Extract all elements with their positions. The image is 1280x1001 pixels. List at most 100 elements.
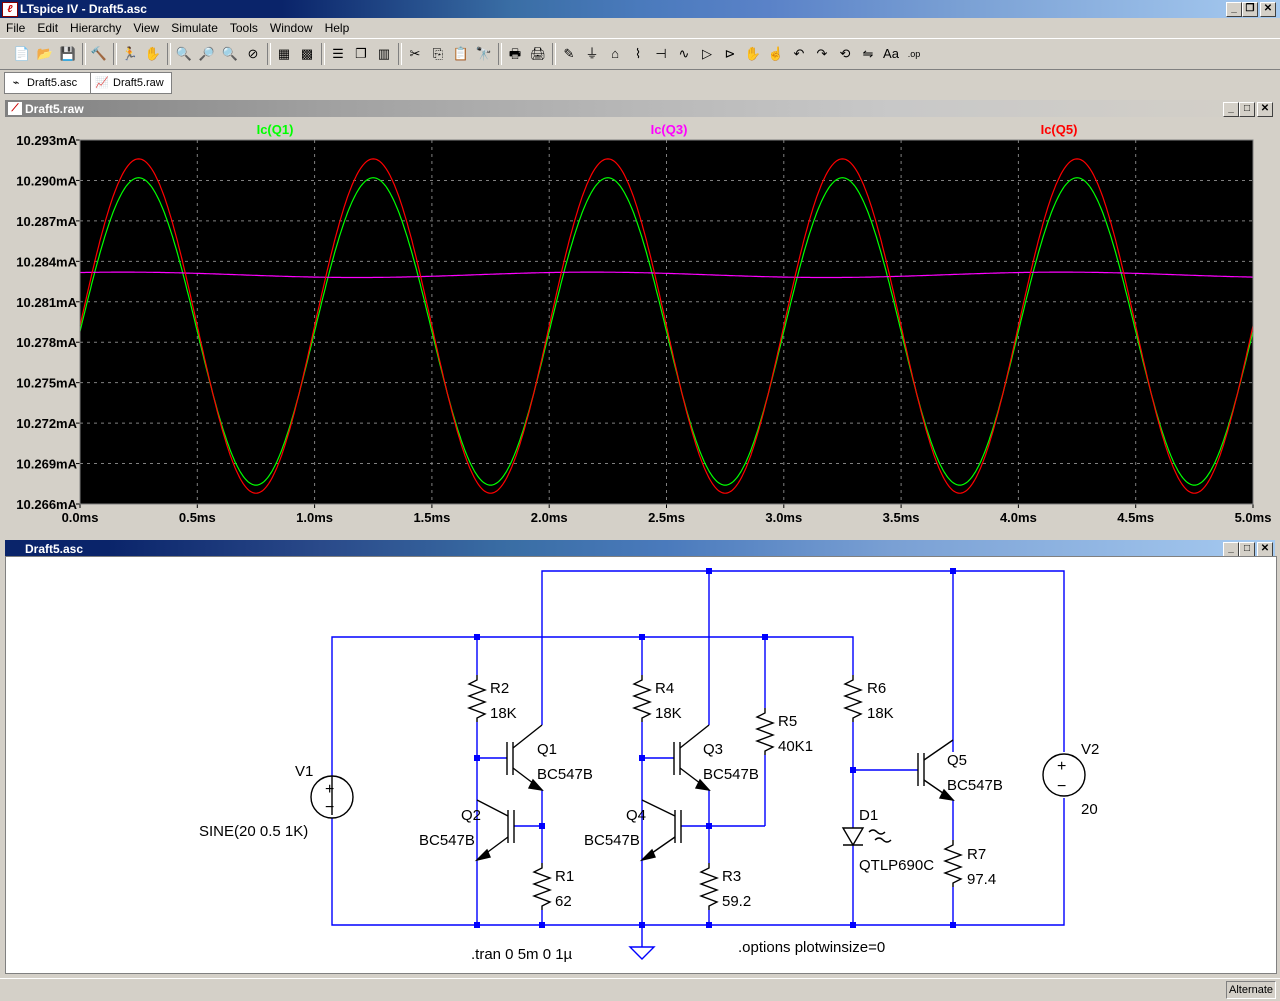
schematic-close-button[interactable]: ✕ xyxy=(1257,542,1273,557)
ground-icon[interactable]: ⏚ xyxy=(585,46,599,61)
run-icon[interactable]: 🏃 xyxy=(121,46,139,61)
r4-label[interactable]: R4 xyxy=(655,680,674,697)
save-icon[interactable]: 💾 xyxy=(59,46,77,61)
paste-icon[interactable]: 📋 xyxy=(452,46,470,61)
component-icon[interactable]: ⊳ xyxy=(724,46,736,61)
wire-icon[interactable]: ✎ xyxy=(563,46,575,61)
tab-draft5-raw[interactable]: 📈 Draft5.raw xyxy=(90,72,172,94)
print-setup-icon[interactable]: 🖶 xyxy=(508,46,522,61)
menu-window[interactable]: Window xyxy=(269,21,313,35)
zoom-out-icon[interactable]: 🔍 xyxy=(221,46,239,61)
menu-hierarchy[interactable]: Hierarchy xyxy=(70,21,122,35)
legend-entry[interactable]: Ic(Q5) xyxy=(1041,122,1078,137)
grid-icon[interactable]: ▩ xyxy=(300,46,314,61)
schematic-editor[interactable]: + − + − V1 SINE(20 0.5 1K) V2 20 R2 18K … xyxy=(5,556,1277,974)
q3-model[interactable]: BC547B xyxy=(703,766,759,783)
r5-value[interactable]: 40K1 xyxy=(778,738,813,755)
schematic-maximize-button[interactable]: □ xyxy=(1239,542,1255,557)
menu-file[interactable]: File xyxy=(6,21,26,35)
r3-label[interactable]: R3 xyxy=(722,868,741,885)
control-panel-icon[interactable]: 🔨 xyxy=(90,46,108,61)
document-tabs: ⌁ Draft5.asc 📈 Draft5.raw xyxy=(0,70,1280,94)
v1-label[interactable]: V1 xyxy=(295,763,313,780)
r4-value[interactable]: 18K xyxy=(655,705,682,722)
zoom-in-icon[interactable]: 🔍 xyxy=(175,46,193,61)
diode-icon[interactable]: ▷ xyxy=(702,46,712,61)
resistor-icon[interactable]: ⌇ xyxy=(634,46,642,61)
menu-view[interactable]: View xyxy=(133,21,160,35)
tran-directive[interactable]: .tran 0 5m 0 1µ xyxy=(471,946,573,963)
q3-label[interactable]: Q3 xyxy=(703,741,723,758)
r6-label[interactable]: R6 xyxy=(867,680,886,697)
menu-simulate[interactable]: Simulate xyxy=(171,21,218,35)
legend-entry[interactable]: Ic(Q1) xyxy=(257,122,294,137)
menu-edit[interactable]: Edit xyxy=(37,21,59,35)
open-icon[interactable]: 📂 xyxy=(36,46,54,61)
rotate-icon[interactable]: ⟲ xyxy=(839,46,851,61)
drag-icon[interactable]: ☝ xyxy=(767,46,785,61)
v2-value[interactable]: 20 xyxy=(1081,801,1098,818)
find-icon[interactable]: 🔭 xyxy=(475,46,493,61)
r1-label[interactable]: R1 xyxy=(555,868,574,885)
plot-close-button[interactable]: ✕ xyxy=(1257,102,1273,117)
menu-help[interactable]: Help xyxy=(324,21,350,35)
q1-model[interactable]: BC547B xyxy=(537,766,593,783)
series-line xyxy=(79,177,1254,486)
y-tick-label: 10.290mA xyxy=(16,173,77,188)
zoom-pan-icon[interactable]: 🔎 xyxy=(198,46,216,61)
schematic-canvas[interactable]: + − + − V1 SINE(20 0.5 1K) V2 20 R2 18K … xyxy=(6,557,1276,973)
move-icon[interactable]: ✋ xyxy=(744,46,762,61)
x-tick-label: 2.0ms xyxy=(531,510,568,525)
q2-model[interactable]: BC547B xyxy=(419,832,475,849)
q5-label[interactable]: Q5 xyxy=(947,752,967,769)
copy-icon[interactable]: ⎘ xyxy=(432,46,444,61)
q5-model[interactable]: BC547B xyxy=(947,777,1003,794)
capacitor-icon[interactable]: ⊣ xyxy=(655,46,667,61)
zoom-cancel-icon[interactable]: ⊘ xyxy=(247,46,259,61)
undo-icon[interactable]: ↶ xyxy=(793,46,805,61)
d1-model[interactable]: QTLP690C xyxy=(859,857,934,874)
q1-label[interactable]: Q1 xyxy=(537,741,557,758)
mirror-icon[interactable]: ⇋ xyxy=(862,46,874,61)
r7-value[interactable]: 97.4 xyxy=(967,871,996,888)
halt-icon[interactable]: ✋ xyxy=(144,46,162,61)
v1-value[interactable]: SINE(20 0.5 1K) xyxy=(199,823,308,840)
y-tick-label: 10.272mA xyxy=(16,416,77,431)
menu-tools[interactable]: Tools xyxy=(229,21,258,35)
tile-horizontal-icon[interactable]: ☰ xyxy=(332,46,344,61)
close-button[interactable]: ✕ xyxy=(1260,2,1276,17)
q2-label[interactable]: Q2 xyxy=(461,807,481,824)
r5-label[interactable]: R5 xyxy=(778,713,797,730)
v2-label[interactable]: V2 xyxy=(1081,741,1099,758)
print-icon[interactable]: 🖨 xyxy=(529,46,547,61)
redo-icon[interactable]: ↷ xyxy=(816,46,828,61)
tab-draft5-asc[interactable]: ⌁ Draft5.asc xyxy=(4,72,92,94)
d1-label[interactable]: D1 xyxy=(859,807,878,824)
label-net-icon[interactable]: ⌂ xyxy=(611,46,619,61)
r2-value[interactable]: 18K xyxy=(490,705,517,722)
minimize-button[interactable]: _ xyxy=(1226,2,1242,17)
options-directive[interactable]: .options plotwinsize=0 xyxy=(738,939,885,956)
new-schematic-icon[interactable]: 📄 xyxy=(13,46,31,61)
r2-label[interactable]: R2 xyxy=(490,680,509,697)
r1-value[interactable]: 62 xyxy=(555,893,572,910)
q4-model[interactable]: BC547B xyxy=(584,832,640,849)
restore-button[interactable]: ❐ xyxy=(1242,2,1258,17)
q4-label[interactable]: Q4 xyxy=(626,807,646,824)
plot-minimize-button[interactable]: _ xyxy=(1223,102,1239,117)
cascade-icon[interactable]: ❐ xyxy=(355,46,367,61)
legend-entry[interactable]: Ic(Q3) xyxy=(651,122,688,137)
schematic-minimize-button[interactable]: _ xyxy=(1223,542,1239,557)
r3-value[interactable]: 59.2 xyxy=(722,893,751,910)
text-icon[interactable]: Aa xyxy=(883,46,899,61)
r7-label[interactable]: R7 xyxy=(967,846,986,863)
cut-icon[interactable]: ✂ xyxy=(409,46,421,61)
spice-directive-icon[interactable]: .op xyxy=(907,49,921,59)
tile-vertical-icon[interactable]: ▥ xyxy=(377,46,391,61)
autorange-icon[interactable]: ▦ xyxy=(277,46,291,61)
inductor-icon[interactable]: ∿ xyxy=(678,46,690,61)
r6-value[interactable]: 18K xyxy=(867,705,894,722)
plot-maximize-button[interactable]: □ xyxy=(1239,102,1255,117)
